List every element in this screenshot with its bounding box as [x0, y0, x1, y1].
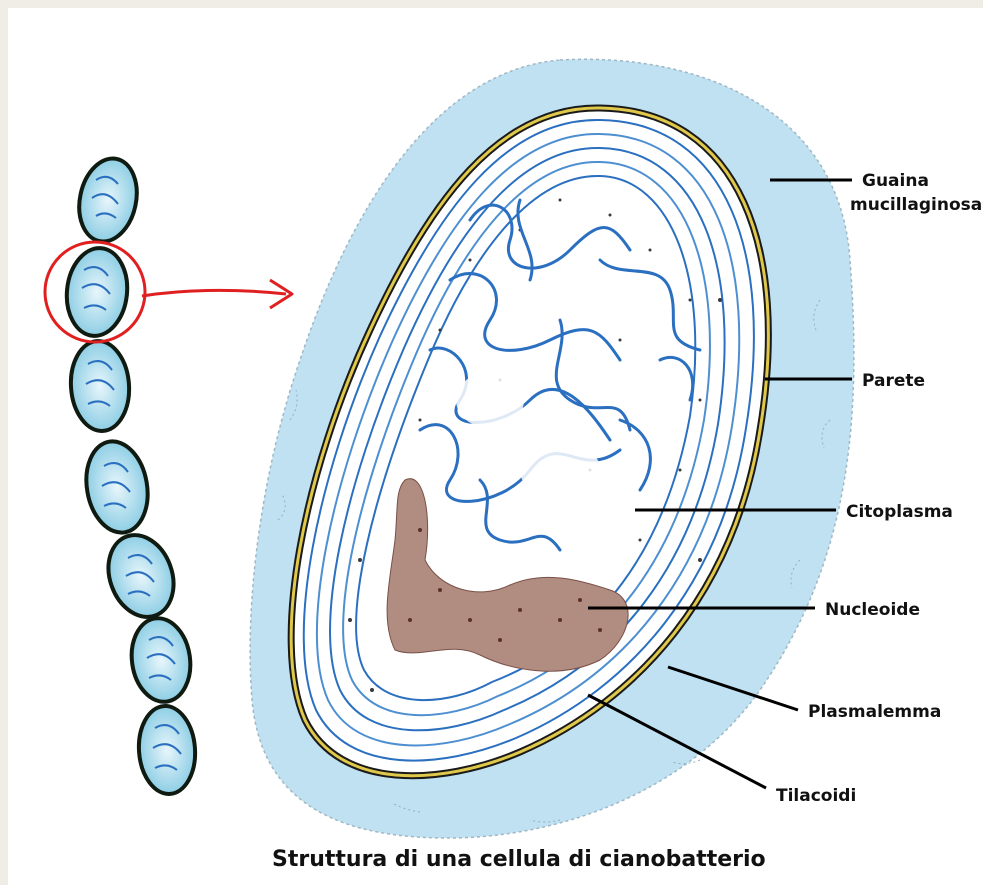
- chain-cell: [68, 339, 132, 433]
- chain-cell: [136, 704, 198, 796]
- chain-cell-highlighted: [63, 245, 132, 339]
- chain-cell: [72, 153, 144, 247]
- label-parete: Parete: [862, 371, 925, 391]
- label-guaina: Guaina: [862, 171, 929, 191]
- chain-cell: [126, 614, 195, 705]
- label-mucillaginosa: mucillaginosa: [850, 195, 982, 215]
- magnify-arrow: [142, 280, 292, 308]
- label-tilacoidi: Tilacoidi: [776, 786, 856, 806]
- diagram-title: Struttura di una cellula di cianobatteri…: [272, 847, 766, 872]
- label-citoplasma: Citoplasma: [846, 502, 953, 522]
- label-plasmalemma: Plasmalemma: [808, 702, 941, 722]
- label-nucleoide: Nucleoide: [825, 600, 920, 620]
- filament-chain: [63, 153, 198, 796]
- chain-cell: [79, 436, 154, 537]
- chain-cell: [98, 526, 185, 626]
